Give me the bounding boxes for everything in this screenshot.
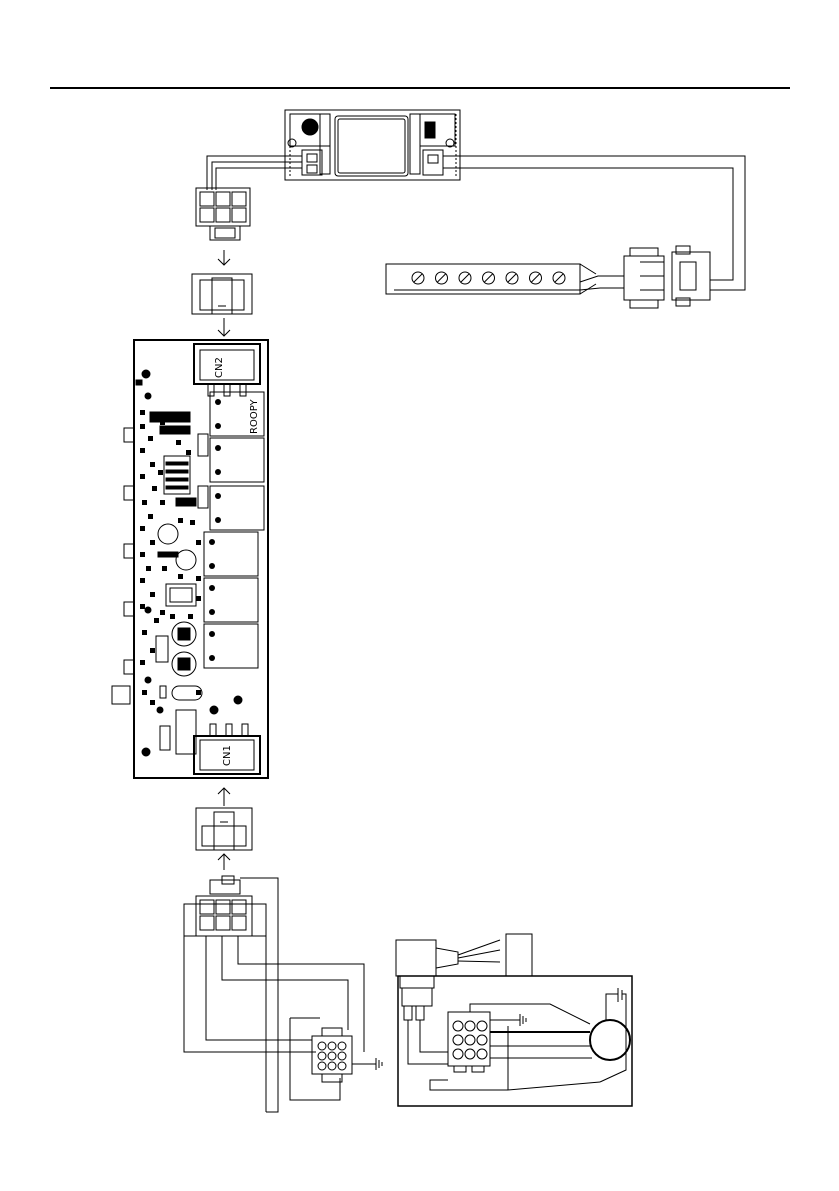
side-button <box>124 602 134 616</box>
screw-slot <box>508 274 516 282</box>
smd-part <box>160 500 165 505</box>
smd-part <box>154 618 159 623</box>
mating-plug-top <box>192 274 252 314</box>
relay-pin <box>209 585 215 591</box>
smd-part <box>150 700 155 705</box>
motor <box>590 988 630 1082</box>
smd-part <box>150 540 155 545</box>
relay-pin <box>215 423 221 429</box>
smd-part <box>140 410 145 415</box>
smd-part <box>150 592 155 597</box>
side-button <box>124 486 134 500</box>
side-button <box>124 428 134 442</box>
cn2-label: CN2 <box>214 357 225 378</box>
relay-pin <box>215 399 221 405</box>
smd-part <box>140 474 145 479</box>
screw-slot <box>532 274 540 282</box>
smd-part <box>188 614 193 619</box>
mating-plug-bottom <box>196 808 252 850</box>
relay-pin <box>215 493 221 499</box>
relay <box>210 438 264 482</box>
relay <box>210 486 264 530</box>
six-pin-connector-bottom <box>184 876 266 936</box>
smd-part <box>158 470 163 475</box>
cn1-label: CN1 <box>222 745 233 766</box>
terminal-plug <box>624 246 710 308</box>
smd-part <box>148 436 153 441</box>
screw-slot <box>555 274 563 282</box>
smd-part <box>140 660 145 665</box>
smd-part <box>146 566 151 571</box>
smd-part <box>148 514 153 519</box>
smd-part <box>150 648 155 653</box>
terminal-screws <box>412 272 565 284</box>
relay-pin <box>209 631 215 637</box>
six-pin-connector-top <box>196 188 250 240</box>
wire-module-to-connector <box>207 156 302 190</box>
control-module <box>285 110 460 180</box>
smd-part <box>162 566 167 571</box>
motor-unit-wires <box>408 1004 600 1090</box>
smd-part <box>160 420 165 425</box>
smd-part <box>160 610 165 615</box>
relay-pin <box>209 563 215 569</box>
screw-slot <box>485 274 493 282</box>
wire-module-to-plug <box>443 156 745 290</box>
motor-unit-frame <box>398 976 632 1106</box>
relay-pin <box>209 539 215 545</box>
arrow-up-1 <box>218 788 230 806</box>
screw-slot <box>414 274 422 282</box>
smd-part <box>142 500 147 505</box>
arrow-up-2 <box>218 854 230 870</box>
smd-part <box>196 596 201 601</box>
smd-part <box>190 520 195 525</box>
relay-pin <box>209 609 215 615</box>
relay <box>204 578 258 622</box>
arrow-down-1 <box>218 250 230 265</box>
smd-part <box>196 576 201 581</box>
relay-pin <box>215 445 221 451</box>
relay-pin <box>215 517 221 523</box>
wire-strip-to-plug <box>580 276 624 290</box>
smd-part <box>140 424 145 429</box>
screw-slot <box>438 274 446 282</box>
cn2-connector <box>194 344 260 396</box>
wires-to-nine-pin <box>184 878 364 1112</box>
arrow-down-2 <box>218 318 230 336</box>
relay <box>204 532 258 576</box>
relay-pin <box>209 655 215 661</box>
smd-part <box>140 604 145 609</box>
smd-part <box>176 440 181 445</box>
side-button <box>124 544 134 558</box>
relay <box>204 624 258 668</box>
smd-part <box>170 614 175 619</box>
smd-part <box>140 448 145 453</box>
smd-part <box>140 578 145 583</box>
solenoid-valve <box>396 934 532 1020</box>
screw-slot <box>461 274 469 282</box>
smd-part <box>196 690 201 695</box>
smd-part <box>142 630 147 635</box>
nine-pin-connector-right <box>448 1012 490 1072</box>
relay-pin <box>215 469 221 475</box>
nine-pin-connector-left <box>312 1028 382 1082</box>
smd-part <box>178 574 183 579</box>
smd-part <box>150 462 155 467</box>
pcb-board <box>134 340 268 778</box>
smd-part <box>178 518 183 523</box>
smd-part <box>152 486 157 491</box>
side-buttons <box>124 428 134 674</box>
side-button <box>124 660 134 674</box>
smd-part <box>142 690 147 695</box>
smd-part <box>186 450 191 455</box>
smd-part <box>140 552 145 557</box>
smd-part <box>140 526 145 531</box>
board-mark: ROOPY <box>249 398 260 434</box>
smd-part <box>196 540 201 545</box>
